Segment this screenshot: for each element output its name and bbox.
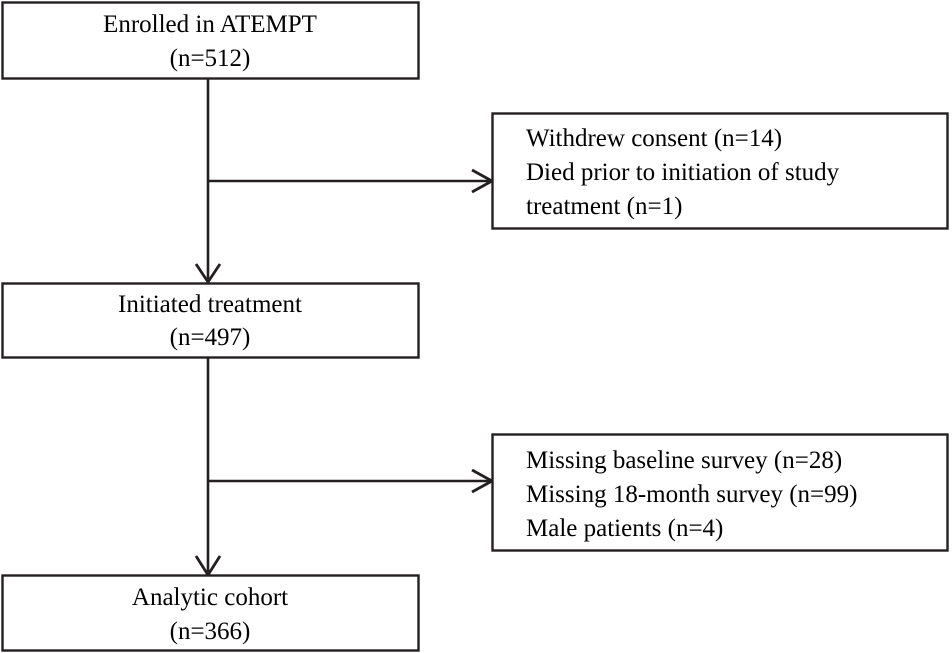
node-excluded-line-2: Missing 18-month survey (n=99) xyxy=(526,481,857,508)
connector-enrolled-to-withdrew xyxy=(208,168,495,194)
node-withdrew-line-3: treatment (n=1) xyxy=(526,193,682,220)
node-analytic-line-1: Analytic cohort xyxy=(132,584,288,611)
node-withdrew-line-2: Died prior to initiation of study xyxy=(526,159,840,186)
node-withdrew: Withdrew consent (n=14) Died prior to in… xyxy=(491,112,949,230)
connector-enrolled-to-initiated xyxy=(194,78,222,285)
node-excluded: Missing baseline survey (n=28) Missing 1… xyxy=(491,433,949,552)
node-withdrew-line-1: Withdrew consent (n=14) xyxy=(526,125,782,152)
connector-initiated-to-analytic xyxy=(194,358,222,578)
node-enrolled-line-2: (n=512) xyxy=(170,45,251,72)
node-initiated: Initiated treatment (n=497) xyxy=(1,282,420,359)
node-excluded-line-3: Male patients (n=4) xyxy=(526,515,723,542)
node-excluded-line-1: Missing baseline survey (n=28) xyxy=(526,447,842,474)
connector-initiated-to-excluded xyxy=(208,468,495,494)
node-enrolled-line-1: Enrolled in ATEMPT xyxy=(103,11,317,38)
node-initiated-line-2: (n=497) xyxy=(170,324,251,351)
node-analytic: Analytic cohort (n=366) xyxy=(1,574,420,652)
node-analytic-line-2: (n=366) xyxy=(170,618,251,645)
node-enrolled: Enrolled in ATEMPT (n=512) xyxy=(1,1,420,80)
node-initiated-line-1: Initiated treatment xyxy=(118,291,302,318)
